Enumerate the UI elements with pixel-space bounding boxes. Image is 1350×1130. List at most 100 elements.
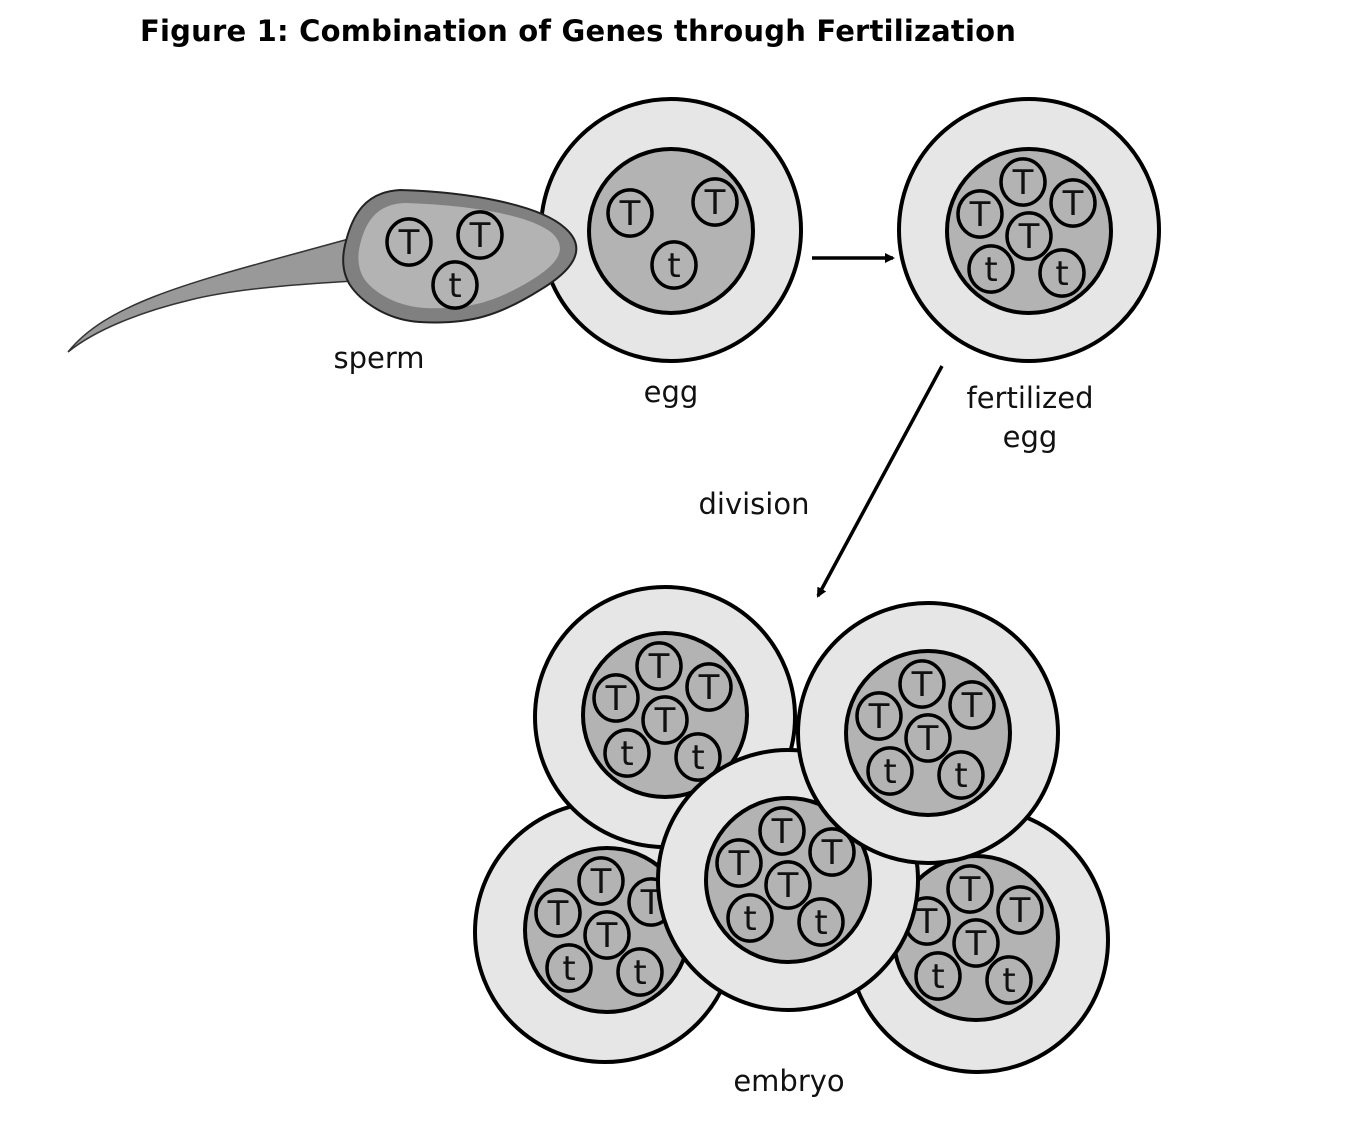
gene-dominant: T xyxy=(996,885,1044,935)
gene-dominant: T xyxy=(641,695,689,745)
gene-circle xyxy=(726,893,774,943)
gene-letter: T xyxy=(619,194,641,234)
gene-recessive: t xyxy=(431,260,479,310)
gene-recessive: t xyxy=(674,732,722,782)
gene-dominant: T xyxy=(808,827,856,877)
gene-dominant: T xyxy=(715,838,763,888)
label-division: division xyxy=(699,487,810,521)
gene-circle xyxy=(914,951,962,1001)
gene-letter: T xyxy=(704,183,726,223)
gene-letter: T xyxy=(654,701,676,741)
gene-recessive: t xyxy=(616,947,664,997)
gene-dominant: T xyxy=(583,910,631,960)
gene-recessive: t xyxy=(603,728,651,778)
gene-letter: T xyxy=(648,647,670,687)
sperm-tail xyxy=(67,215,373,353)
gene-letter: t xyxy=(691,738,704,778)
fertilized-egg-nucleus xyxy=(945,147,1113,315)
gene-letter: t xyxy=(814,903,827,943)
gene-dominant: T xyxy=(606,188,654,238)
gene-circle xyxy=(758,806,806,856)
division-arrow xyxy=(816,365,944,598)
gene-circle xyxy=(534,888,582,938)
gene-circle xyxy=(956,189,1004,239)
gene-circle xyxy=(967,244,1015,294)
gene-recessive: t xyxy=(866,746,914,796)
gene-letter: T xyxy=(1009,891,1031,931)
label-fertilized: fertilized xyxy=(967,381,1094,415)
figure-title: Figure 1: Combination of Genes through F… xyxy=(140,14,1017,48)
gene-letter: T xyxy=(605,679,627,719)
gene-circle xyxy=(431,260,479,310)
gene-circle xyxy=(797,897,845,947)
gene-dominant: T xyxy=(534,888,582,938)
gene-circle xyxy=(603,728,651,778)
gene-dominant: T xyxy=(952,918,1000,968)
gene-letter: T xyxy=(917,719,939,759)
gene-dominant: T xyxy=(999,157,1047,207)
gene-circle xyxy=(606,188,654,238)
gene-circle xyxy=(456,210,504,260)
gene-circle xyxy=(1005,211,1053,261)
gene-dominant: T xyxy=(758,806,806,856)
gene-circle xyxy=(685,662,733,712)
gene-letter: T xyxy=(398,223,420,263)
gene-circle xyxy=(1049,178,1097,228)
gene-letter: T xyxy=(959,870,981,910)
gene-circle xyxy=(937,750,985,800)
gene-letter: T xyxy=(1062,184,1084,224)
embryo-cell-nucleus xyxy=(844,649,1012,817)
gene-dominant: T xyxy=(956,189,1004,239)
gene-letter: T xyxy=(771,812,793,852)
gene-recessive: t xyxy=(985,955,1033,1005)
gene-recessive: t xyxy=(650,240,698,290)
gene-circle xyxy=(691,177,739,227)
gene-circle xyxy=(616,947,664,997)
gene-circle xyxy=(808,827,856,877)
gene-recessive: t xyxy=(937,750,985,800)
gene-letter: t xyxy=(1055,254,1068,294)
gene-dominant: T xyxy=(592,673,640,723)
sperm-genes: T Tt xyxy=(385,210,504,310)
gene-letter: T xyxy=(777,866,799,906)
egg-genes: T Tt xyxy=(606,177,739,290)
gene-letter: T xyxy=(469,216,491,256)
gene-recessive: t xyxy=(1038,248,1086,298)
gene-recessive: t xyxy=(797,897,845,947)
label-embryo: embryo xyxy=(733,1064,844,1098)
gene-letter: T xyxy=(1012,163,1034,203)
gene-letter: t xyxy=(667,246,680,286)
gene-letter: t xyxy=(743,899,756,939)
gene-circle xyxy=(385,217,433,267)
label-fertilized-egg: egg xyxy=(1003,420,1058,454)
gene-letter: T xyxy=(911,665,933,705)
gene-letter: T xyxy=(916,902,938,942)
gene-circle xyxy=(545,943,593,993)
gene-dominant: T xyxy=(685,662,733,712)
sperm-head-inner xyxy=(358,203,560,309)
gene-letter: t xyxy=(883,752,896,792)
gene-dominant: T xyxy=(1049,178,1097,228)
gene-circle xyxy=(650,240,698,290)
gene-dominant: T xyxy=(691,177,739,227)
gene-letter: t xyxy=(633,953,646,993)
gene-letter: T xyxy=(698,668,720,708)
sperm-cell: T Tt xyxy=(67,188,578,353)
gene-dominant: T xyxy=(855,691,903,741)
gene-letter: T xyxy=(821,833,843,873)
gene-letter: T xyxy=(1018,217,1040,257)
gene-circle xyxy=(866,746,914,796)
embryo-cell-nucleus xyxy=(581,631,749,799)
gene-letter: T xyxy=(547,894,569,934)
gene-letter: t xyxy=(620,734,633,774)
gene-circle xyxy=(946,864,994,914)
gene-circle xyxy=(583,910,631,960)
